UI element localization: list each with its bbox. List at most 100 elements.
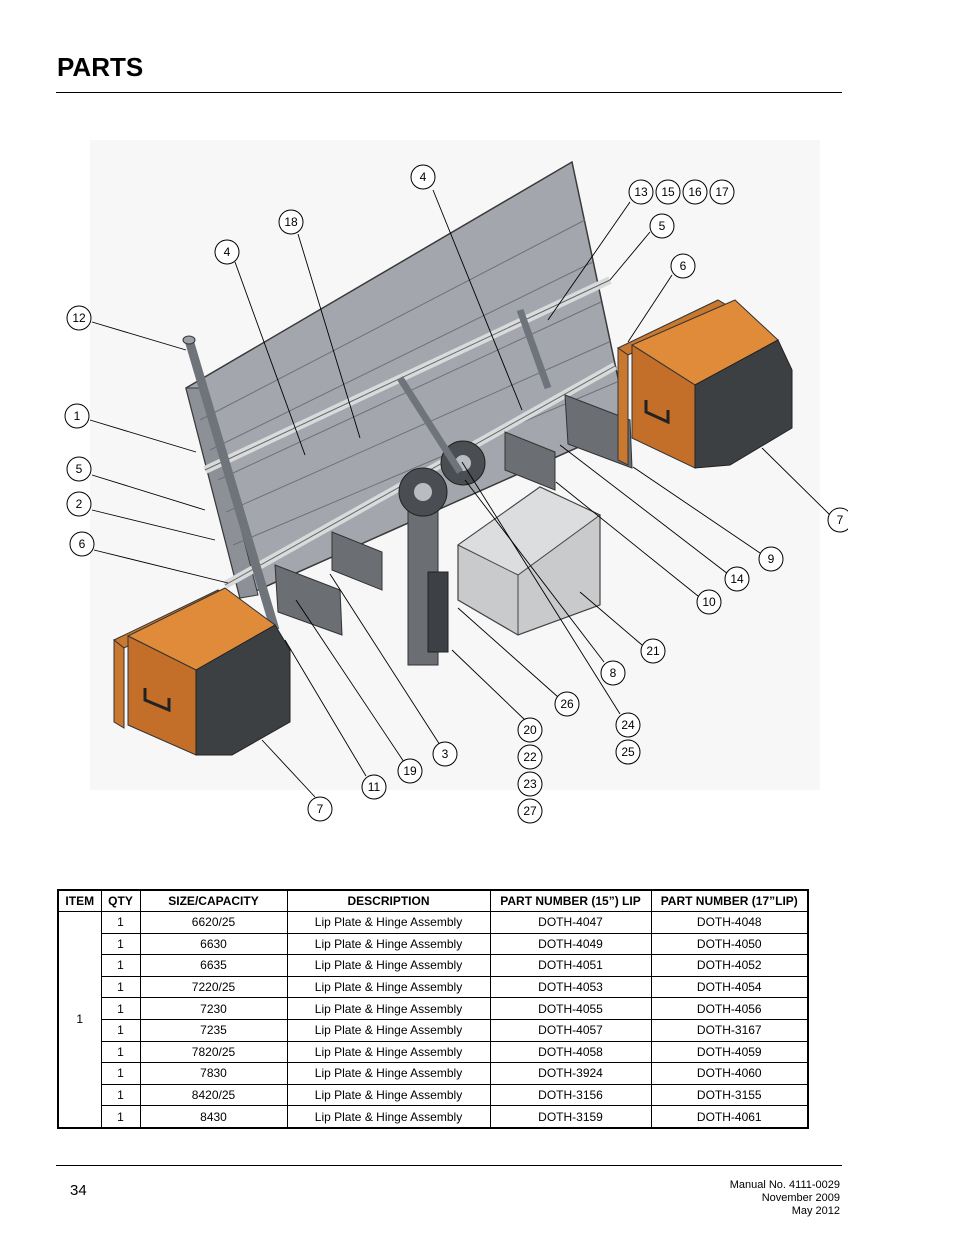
callout-14: 14: [724, 566, 750, 592]
qty-cell: 1: [100, 975, 141, 999]
manual-date: November 2009: [761, 1192, 840, 1204]
qty-cell: 1: [100, 1018, 141, 1042]
description-cell: Lip Plate & Hinge Assembly: [286, 975, 491, 999]
description-cell: Lip Plate & Hinge Assembly: [286, 997, 491, 1020]
hydraulic-cylinder: [427, 571, 449, 653]
callout-13: 13: [628, 179, 654, 205]
svg-text:8: 8: [610, 666, 617, 680]
qty-cell: 1: [100, 954, 141, 977]
part-number-15-cell: DOTH-4051: [489, 954, 652, 977]
part-number-17-cell: DOTH-4054: [650, 975, 809, 999]
bumper-right: [617, 299, 793, 469]
svg-text:7: 7: [837, 513, 844, 527]
part-number-17-cell: DOTH-4060: [650, 1062, 809, 1085]
svg-text:4: 4: [420, 170, 427, 184]
svg-text:23: 23: [523, 777, 537, 791]
footer-divider: [56, 1165, 842, 1166]
col-header-pn-17: PART NUMBER (17”LIP): [650, 889, 809, 912]
svg-text:6: 6: [79, 537, 86, 551]
part-number-15-cell: DOTH-3924: [489, 1062, 652, 1085]
manual-revision: May 2012: [791, 1205, 840, 1217]
svg-text:4: 4: [224, 245, 231, 259]
svg-text:21: 21: [646, 644, 660, 658]
lip-plate-ribs: [199, 219, 618, 546]
callout-23: 23: [517, 771, 543, 797]
part-number-17-cell: DOTH-4048: [650, 911, 809, 934]
part-number-15-cell: DOTH-4047: [489, 911, 652, 934]
part-number-17-cell: DOTH-3155: [650, 1083, 809, 1107]
lip-pole: [184, 338, 280, 632]
parts-table: ITEM QTY SIZE/CAPACITY DESCRIPTION PART …: [57, 889, 809, 1129]
lip-pole-cap: [182, 335, 196, 345]
description-cell: Lip Plate & Hinge Assembly: [286, 1105, 491, 1129]
part-number-17-cell: DOTH-4059: [650, 1040, 809, 1064]
callout-10: 10: [696, 589, 722, 615]
part-number-15-cell: DOTH-3156: [489, 1083, 652, 1107]
size-cell: 6620/25: [139, 911, 288, 934]
callout-26: 26: [554, 691, 580, 717]
qty-cell: 1: [100, 1040, 141, 1064]
table-header-row: ITEM QTY SIZE/CAPACITY DESCRIPTION PART …: [57, 889, 809, 912]
callout-5: 5: [649, 213, 675, 239]
description-cell: Lip Plate & Hinge Assembly: [286, 954, 491, 977]
callout-7: 7: [307, 796, 333, 822]
svg-text:22: 22: [523, 750, 537, 764]
bracket-plate-center: [504, 431, 556, 491]
bumper-left: [113, 587, 291, 756]
qty-cell: 1: [100, 1062, 141, 1085]
svg-text:13: 13: [634, 185, 648, 199]
col-header-qty: QTY: [100, 889, 141, 912]
svg-text:1: 1: [74, 409, 81, 423]
page-title: PARTS: [57, 52, 144, 82]
callout-15: 15: [655, 179, 681, 205]
col-header-description: DESCRIPTION: [286, 889, 491, 912]
svg-text:7: 7: [317, 802, 324, 816]
svg-text:26: 26: [560, 697, 574, 711]
part-number-15-cell: DOTH-4057: [489, 1018, 652, 1042]
qty-cell: 1: [100, 997, 141, 1020]
callout-17: 17: [709, 179, 735, 205]
col-header-size: SIZE/CAPACITY: [139, 889, 288, 912]
callout-6: 6: [69, 531, 95, 557]
col-header-item: ITEM: [57, 889, 102, 912]
link-arm: [397, 376, 463, 474]
part-number-15-cell: DOTH-4049: [489, 932, 652, 956]
link-arm-right: [516, 308, 552, 390]
svg-text:17: 17: [715, 185, 729, 199]
page-number: 34: [70, 1182, 87, 1199]
part-number-17-cell: DOTH-3167: [650, 1018, 809, 1042]
svg-text:24: 24: [621, 718, 635, 732]
bracket-plate-right: [564, 394, 633, 469]
size-cell: 7220/25: [139, 975, 288, 999]
svg-text:18: 18: [284, 215, 298, 229]
svg-text:16: 16: [688, 185, 702, 199]
svg-text:2: 2: [76, 497, 83, 511]
callout-19: 19: [397, 758, 423, 784]
svg-text:25: 25: [621, 745, 635, 759]
svg-text:9: 9: [768, 552, 775, 566]
size-cell: 8430: [139, 1105, 288, 1129]
callout-6: 6: [670, 253, 696, 279]
callout-7: 7: [827, 507, 848, 533]
qty-cell: 1: [100, 1083, 141, 1107]
leader-lines: [89, 189, 831, 798]
callout-9: 9: [758, 546, 784, 572]
part-number-15-cell: DOTH-4055: [489, 997, 652, 1020]
callout-27: 27: [517, 798, 543, 824]
part-number-15-cell: DOTH-3159: [489, 1105, 652, 1129]
callout-4: 4: [214, 239, 240, 265]
part-number-17-cell: DOTH-4052: [650, 954, 809, 977]
col-header-pn-15: PART NUMBER (15”) LIP: [489, 889, 652, 912]
svg-text:15: 15: [661, 185, 675, 199]
callout-24: 24: [615, 712, 641, 738]
svg-text:12: 12: [72, 311, 86, 325]
callout-21: 21: [640, 638, 666, 664]
description-cell: Lip Plate & Hinge Assembly: [286, 932, 491, 956]
callout-25: 25: [615, 739, 641, 765]
